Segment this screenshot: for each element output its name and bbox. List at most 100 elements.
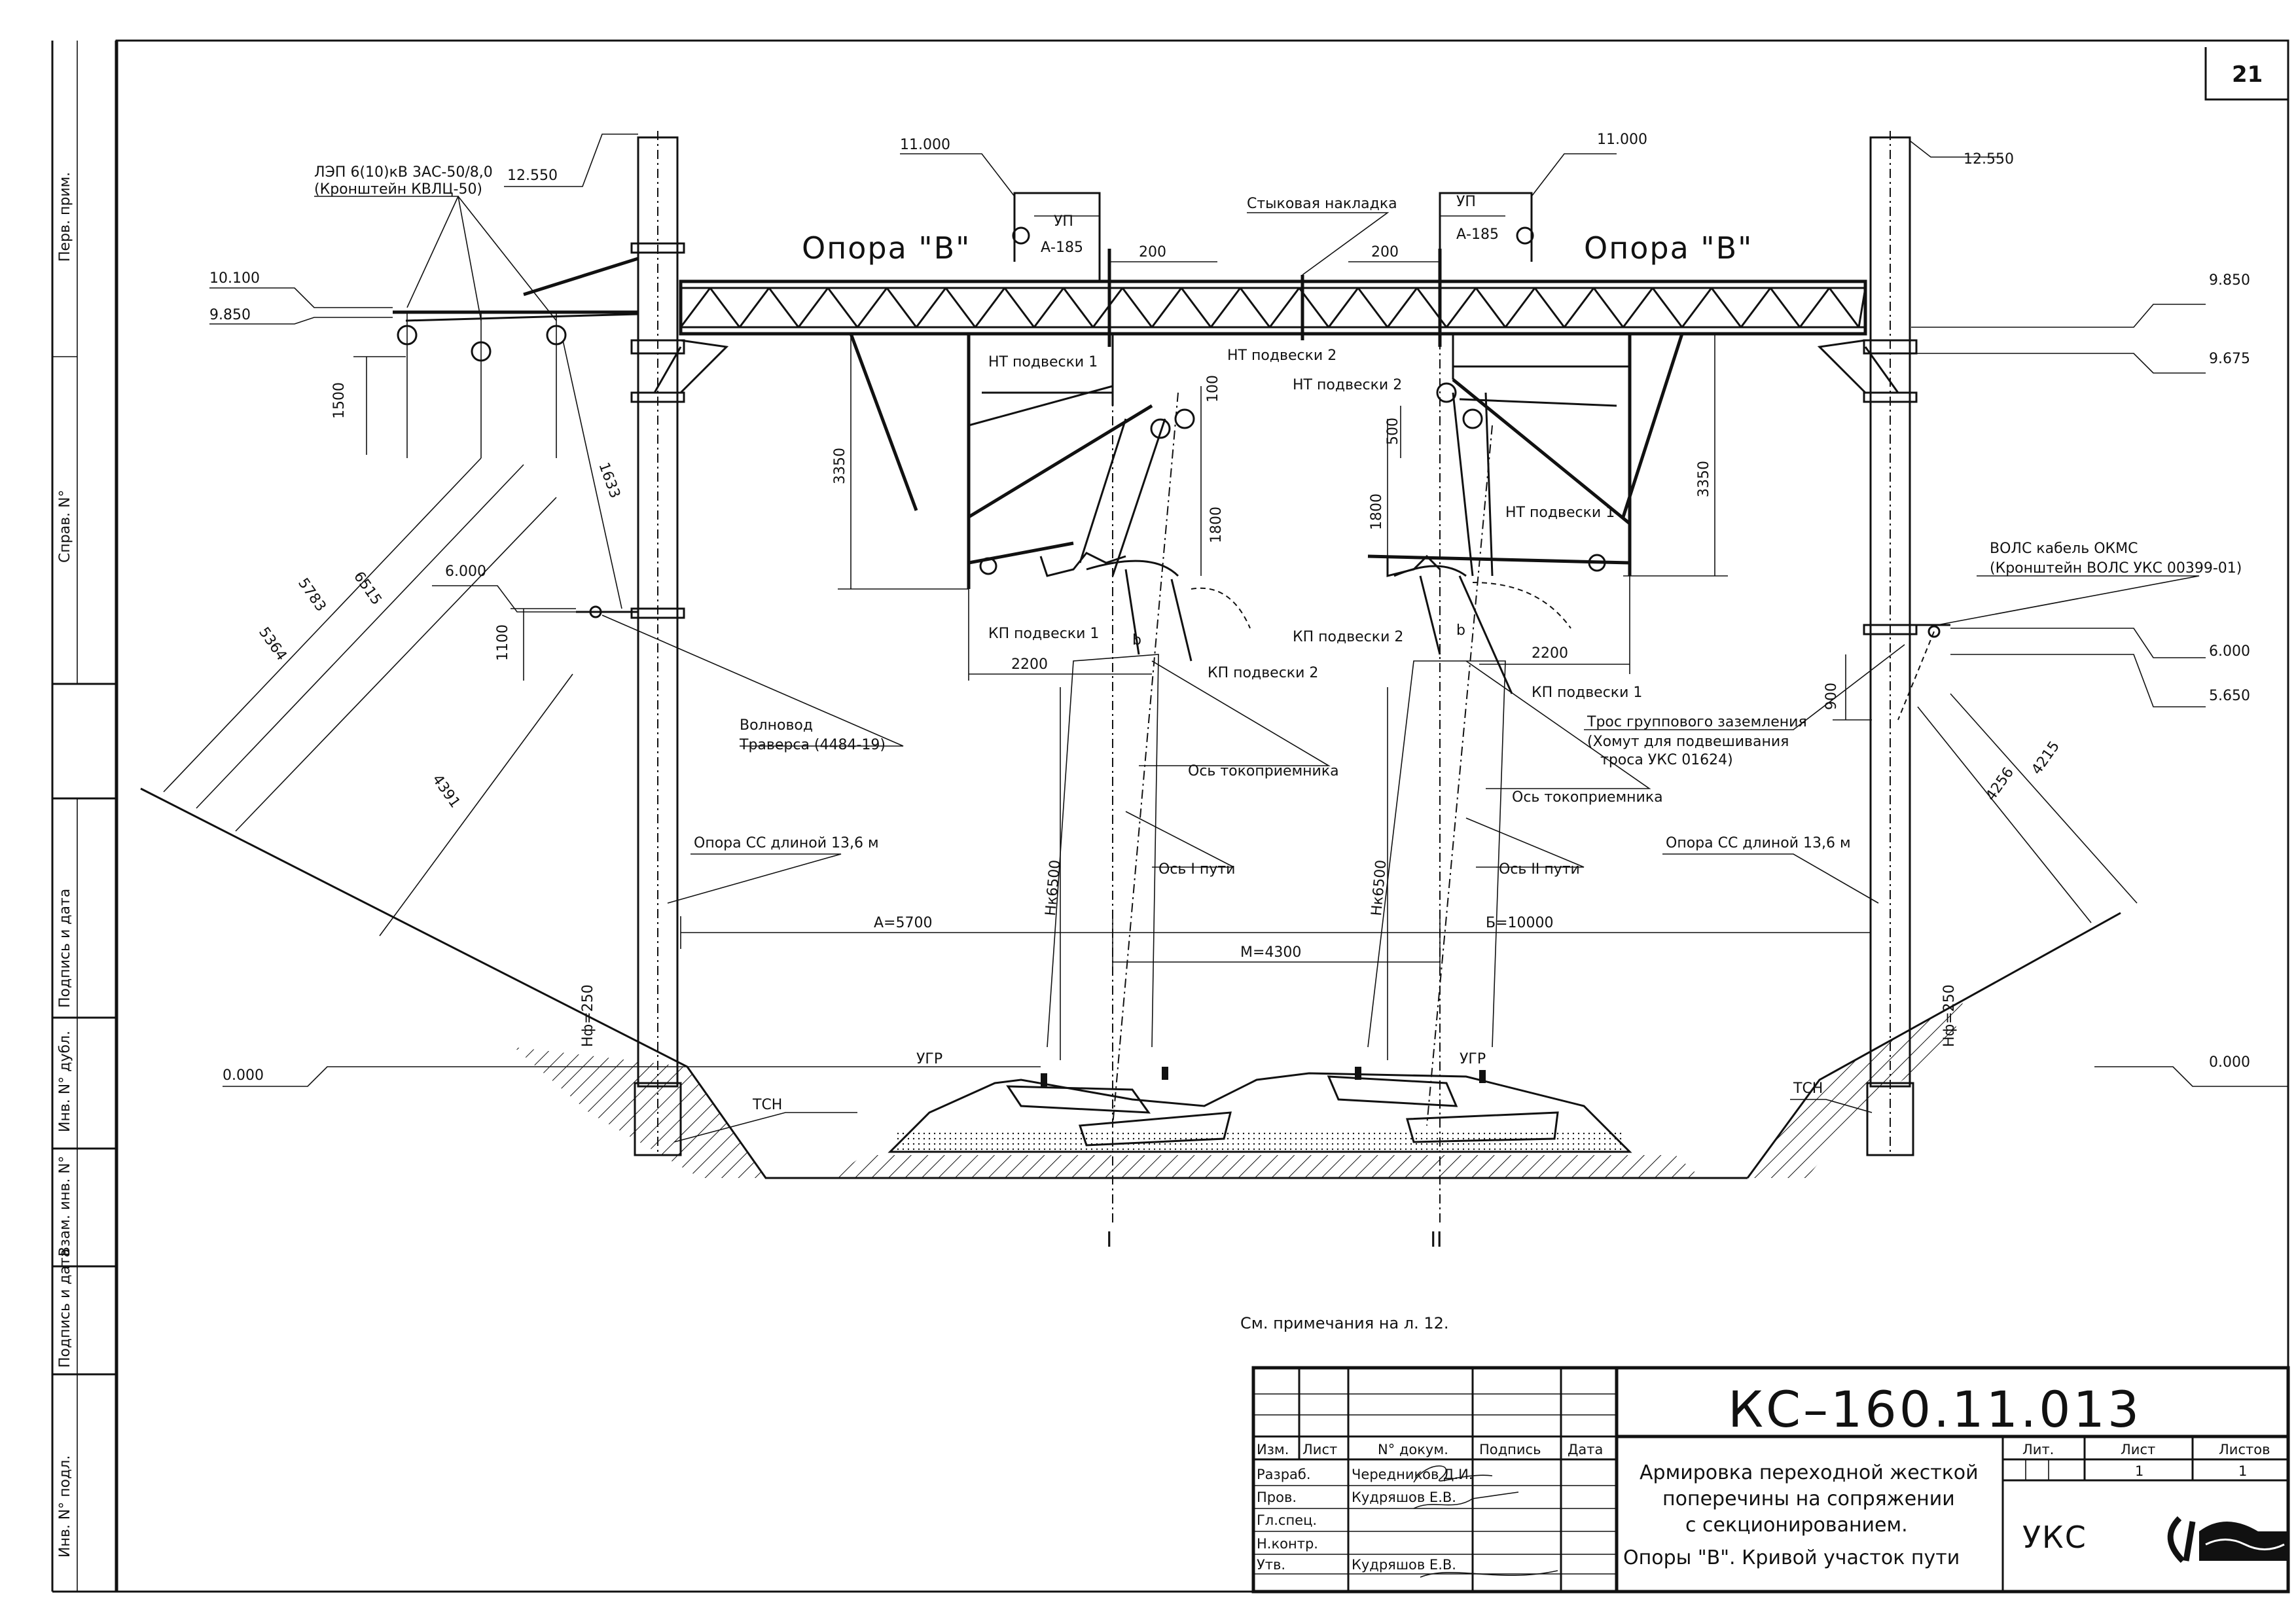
tb-listov: Листов [2219, 1442, 2270, 1457]
dim-4256: 4256 [1982, 764, 2017, 804]
doc-code: КС–160.11.013 [1728, 1380, 2142, 1438]
dim-b10000: Б=10000 [1486, 915, 1554, 931]
dim-3350-right: 3350 [1696, 461, 1712, 497]
tb-col-date: Дата [1568, 1442, 1603, 1457]
side-vzam-inv: Взам. инв. N° [57, 1156, 73, 1257]
side-inv-podl: Инв. N° подл. [57, 1455, 73, 1558]
opora-left-title: Опора "В" [802, 230, 971, 266]
elev-up-left: 11.000 [900, 137, 950, 153]
tb-utv-name: Кудряшов Е.В. [1352, 1557, 1456, 1573]
ugr-right-label: УГР [1460, 1051, 1486, 1067]
tb-lit: Лит. [2022, 1442, 2054, 1457]
tb-list-val: 1 [2135, 1463, 2144, 1479]
vols-bracket-label: (Кронштейн ВОЛС УКС 00399-01) [1990, 560, 2242, 577]
dim-3350-left: 3350 [832, 448, 848, 484]
catenary [968, 382, 1630, 694]
dim-2200-right: 2200 [1532, 645, 1568, 662]
kp1-right-label: КП подвески 1 [1532, 685, 1642, 701]
a185-left-label: А-185 [1041, 240, 1083, 256]
dim-4215: 4215 [2028, 738, 2063, 777]
dim-900: 900 [1823, 683, 1840, 710]
up-brackets [1012, 192, 1534, 281]
elev-left-6000: 6.000 [445, 563, 486, 580]
dim-100: 100 [1205, 375, 1221, 402]
tb-col-list: Лист [1302, 1442, 1337, 1457]
tb-n-kontr: Н.контр. [1257, 1536, 1318, 1552]
elev-right-9850: 9.850 [2209, 272, 2250, 289]
dim-1800-right: 1800 [1369, 493, 1385, 530]
os-tok-left-label: Ось токоприемника [1188, 763, 1339, 779]
opora-cc-left-label: Опора СС длиной 13,6 м [694, 835, 879, 851]
tsn-left-label: ТСН [752, 1097, 782, 1113]
tb-list: Лист [2121, 1442, 2155, 1457]
volnovod-label: Волновод [740, 717, 813, 734]
dim-1633: 1633 [595, 461, 623, 501]
dim-4391: 4391 [429, 772, 463, 811]
elevation-labels: 12.550 10.100 9.850 6.000 0.000 11.000 1… [209, 132, 2250, 1084]
tb-gl-spec: Гл.спец. [1257, 1512, 1317, 1528]
lep-label: ЛЭП 6(10)кВ 3АС-50/8,0 [314, 164, 493, 181]
tb-utv: Утв. [1257, 1557, 1285, 1573]
vols-label: ВОЛС кабель ОКМС [1990, 541, 2138, 557]
tb-prov-name: Кудряшов Е.В. [1352, 1489, 1456, 1505]
nt2-left-label: НТ подвески 2 [1227, 348, 1336, 364]
tb-org: УКС [2022, 1520, 2087, 1555]
side-podpis-data-2: Подпись и дата [57, 1249, 73, 1368]
signature-1 [1413, 1465, 1493, 1483]
up-left-label: УП [1054, 213, 1073, 230]
signature-2 [1413, 1491, 1519, 1509]
dim-hf250-left: Hф=250 [580, 984, 596, 1047]
pole-left [630, 131, 685, 1156]
tb-col-sign: Подпись [1479, 1442, 1541, 1457]
tb-listov-val: 1 [2238, 1463, 2247, 1479]
tb-razrab-name: Чередников Д.И. [1352, 1467, 1473, 1482]
pole-right [1863, 131, 1918, 1156]
tb-col-doc: N° докум. [1378, 1442, 1448, 1457]
label-leaders [314, 196, 2200, 1143]
dim-1500: 1500 [331, 382, 348, 419]
dim-5364: 5364 [255, 624, 290, 664]
crossbeam-truss [679, 249, 1867, 347]
elev-right-9675: 9.675 [2209, 351, 2250, 367]
vols-bracket [1897, 624, 1950, 721]
ugr-left-label: УГР [916, 1051, 942, 1067]
track1-label: I [1106, 1227, 1112, 1252]
nt1-left-label: НТ подвески 1 [988, 354, 1098, 370]
note-label: См. примечания на л. 12. [1240, 1314, 1449, 1332]
side-sprav: Справ. N° [57, 490, 73, 563]
opora-cc-right-label: Опора СС длиной 13,6 м [1666, 835, 1851, 851]
tros-label-2: (Хомут для подвешивания [1587, 734, 1789, 750]
sheet-number: 21 [2232, 62, 2263, 88]
tb-title-4: Опоры "В". Кривой участок пути [1623, 1546, 1960, 1569]
dim-m4300: М=4300 [1240, 944, 1301, 961]
elev-left-top: 12.550 [507, 168, 558, 184]
traversa-label: Траверса (4484-19) [739, 737, 886, 753]
kp2-left-label: КП подвески 2 [1208, 665, 1318, 681]
dim-500: 500 [1385, 418, 1401, 445]
dim-2200-left: 2200 [1011, 656, 1048, 673]
kp2-right-label: КП подвески 2 [1293, 629, 1403, 645]
elev-right-top: 12.550 [1964, 151, 2014, 168]
dim-6515: 6515 [350, 569, 385, 608]
dim-h6500-right: Hк6500 [1369, 859, 1390, 917]
title-block: КС–160.11.013 Изм. Лист N° докум. Подпис… [1251, 1366, 2290, 1594]
tb-title-3: с секционированием. [1685, 1514, 1908, 1537]
tros-label-3: троса УКС 01624) [1600, 752, 1733, 768]
dimension-labels: 200 200 1500 1633 3350 3350 100 500 1800… [255, 244, 2063, 1047]
b-left-label: b [1132, 632, 1141, 649]
up-right-label: УП [1456, 194, 1476, 210]
elev-left-9850: 9.850 [209, 307, 251, 323]
tb-razrab: Разраб. [1257, 1467, 1311, 1482]
tsn-right-label: ТСН [1793, 1080, 1823, 1097]
opora-right-title: Опора "В" [1584, 230, 1753, 266]
dim-200-left: 200 [1139, 244, 1166, 260]
side-podpis-data-1: Подпись и дата [57, 889, 73, 1008]
component-labels: Опора "В" Опора "В" ЛЭП 6(10)кВ 3АС-50/8… [314, 164, 2242, 1332]
tb-title-1: Армировка переходной жесткой [1640, 1461, 1979, 1484]
os-put2-label: Ось II пути [1499, 861, 1580, 878]
dim-1100: 1100 [495, 624, 511, 661]
elevation-leaders [209, 134, 2206, 707]
nt2-right-label: НТ подвески 2 [1293, 377, 1402, 393]
b-right-label: b [1456, 622, 1465, 639]
